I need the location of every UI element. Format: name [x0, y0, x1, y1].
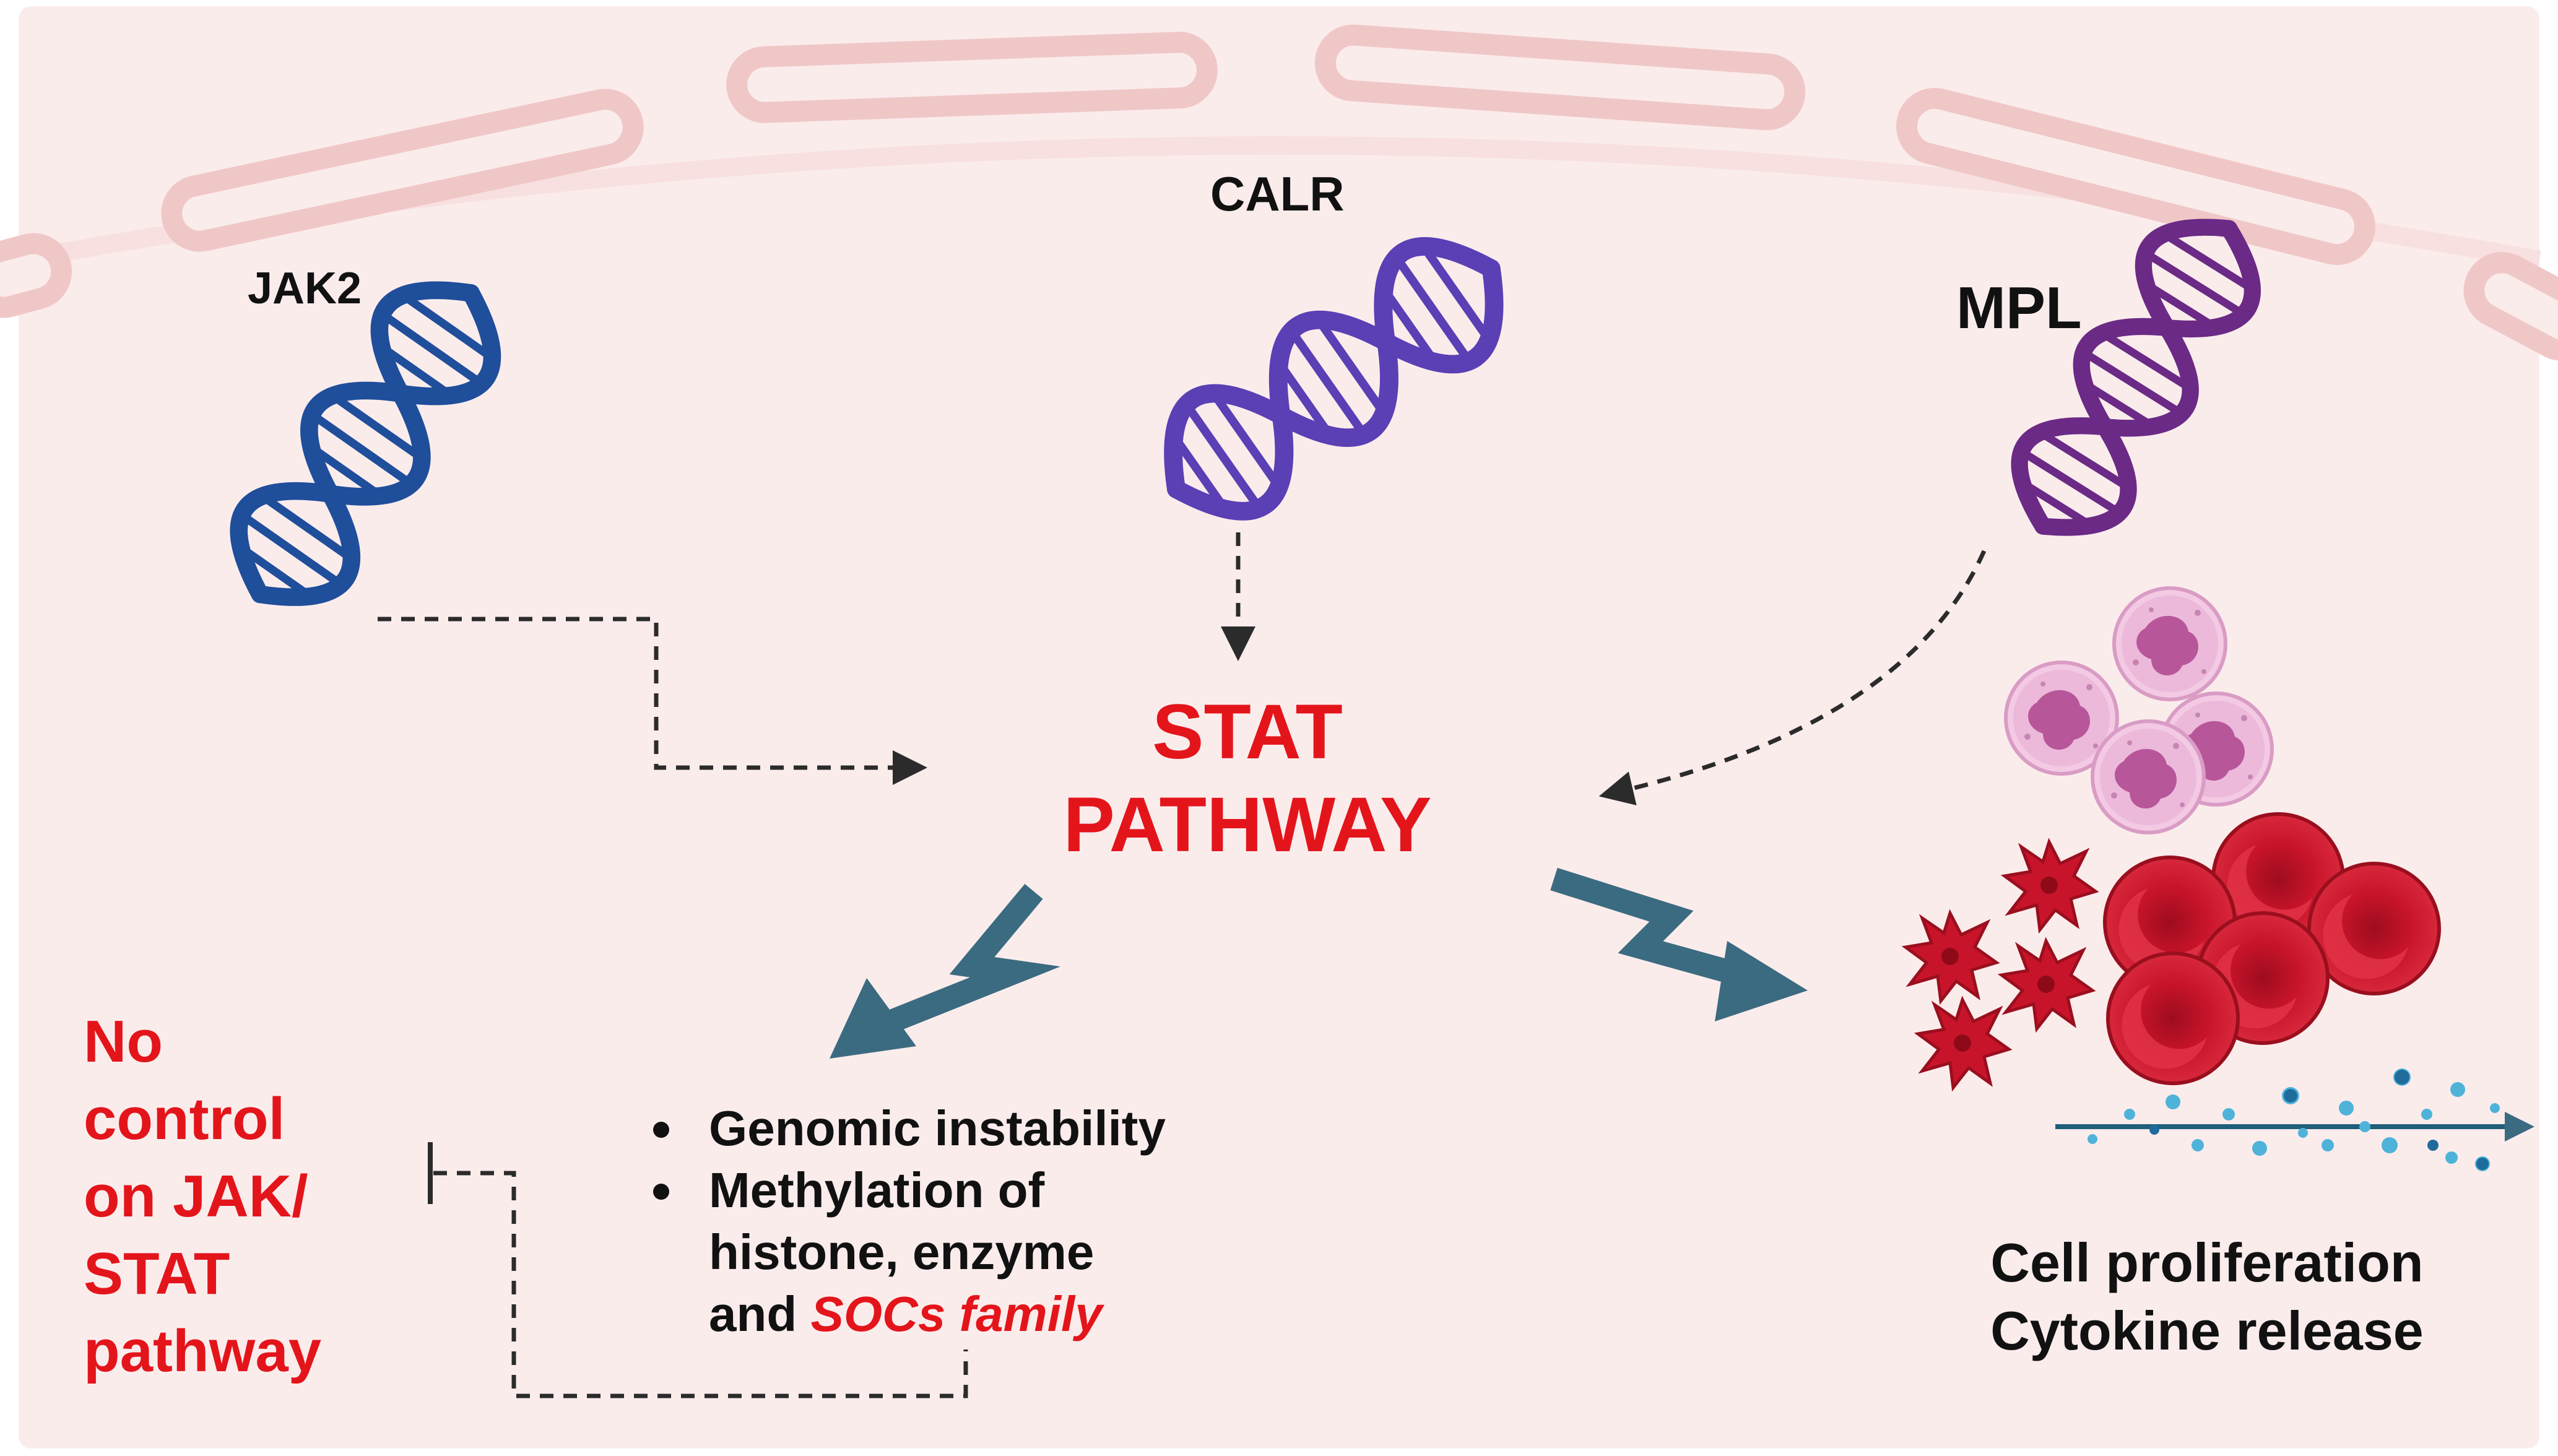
no-control-note: No control on JAK/ STAT pathway [84, 1008, 321, 1384]
gene-label-calr: CALR [1210, 167, 1345, 221]
jak2-to-stat-arrow [378, 617, 927, 785]
gene-label-jak2: JAK2 [248, 264, 362, 313]
effects-list: Genomic instability Methylation of histo… [653, 1101, 1166, 1341]
membrane [0, 24, 2558, 361]
note-line-2: control [84, 1086, 285, 1152]
effect-and-text: and [709, 1286, 810, 1341]
inhibition-line [428, 1142, 968, 1398]
note-line-1: No [84, 1008, 163, 1075]
note-line-4: STAT [84, 1241, 230, 1307]
effect-methylation-line2: histone, enzyme [709, 1224, 1094, 1280]
effect-methylation-line1: Methylation of [709, 1163, 1045, 1218]
bullet-dot [653, 1184, 669, 1200]
outcome-cell-proliferation: Cell proliferation [1990, 1232, 2423, 1293]
effect-socs-family: SOCs family [810, 1286, 1104, 1341]
note-line-5: pathway [84, 1318, 321, 1384]
effect-genomic-instability: Genomic instability [709, 1101, 1166, 1156]
lightning-arrow-right-icon [1550, 867, 1808, 1021]
gene-label-mpl: MPL [1956, 275, 2082, 341]
white-blood-cell-icon [2092, 721, 2204, 833]
mpl-to-stat-arrow [1598, 550, 1987, 805]
effect-methylation-line3: and SOCs family [709, 1286, 1104, 1341]
cytokine-particles-icon [2055, 1068, 2534, 1171]
note-line-3: on JAK/ [84, 1163, 308, 1229]
red-blood-cell-icon [2108, 953, 2238, 1083]
white-blood-cell-icon [2114, 588, 2226, 700]
bullet-dot [653, 1122, 669, 1138]
lightning-arrow-down-left-icon [830, 883, 1061, 1059]
stat-title-line2: PATHWAY [1064, 782, 1432, 868]
cell-background [19, 6, 2539, 1449]
outcome-cytokine-release: Cytokine release [1990, 1300, 2424, 1361]
stat-title-line1: STAT [1152, 689, 1343, 775]
